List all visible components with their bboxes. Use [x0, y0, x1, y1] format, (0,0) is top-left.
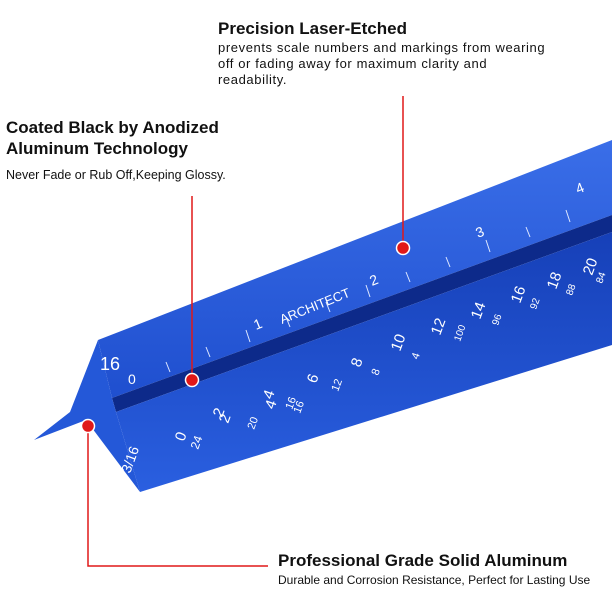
- ruler-bottom-small-20: 20: [246, 415, 261, 431]
- material-callout-dot: [80, 418, 96, 434]
- ruler-bottom-24: 24: [188, 433, 206, 451]
- ruler-top-end-label: 16: [100, 354, 120, 374]
- laser-etched-description: prevents scale numbers and markings from…: [218, 40, 546, 87]
- ruler-middle-scale-12: 12: [428, 316, 450, 337]
- ruler-middle-small-88: 88: [564, 282, 578, 297]
- coating-callout-dot: [184, 372, 200, 388]
- ruler-top-face: [98, 140, 612, 398]
- ruler-middle-scale-20: 20: [580, 256, 602, 277]
- laser-etched-title: Precision Laser-Etched: [218, 19, 407, 38]
- ruler-bottom-face: [116, 232, 612, 492]
- ruler-middle-small-16: 16: [284, 395, 299, 411]
- ruler-middle-small-92: 92: [528, 296, 542, 311]
- ruler-top-zero: 0: [128, 371, 136, 387]
- ruler-middle-small-96: 96: [490, 312, 504, 327]
- callout-markers: [80, 96, 411, 567]
- ruler-middle-small-4: 4: [410, 351, 423, 361]
- ruler-middle-scale-18: 18: [544, 270, 566, 291]
- laser-callout-dot: [395, 240, 411, 256]
- material-description: Durable and Corrosion Resistance, Perfec…: [278, 573, 591, 587]
- triangular-ruler: [34, 140, 612, 492]
- coating-title: Coated Black by Anodized Aluminum Techno…: [6, 118, 219, 158]
- ruler-end-cap: [34, 340, 140, 492]
- ruler-middle-small-84: 84: [594, 270, 608, 285]
- coating-description: Never Fade or Rub Off,Keeping Glossy.: [6, 168, 226, 182]
- ruler-middle-scale-10: 10: [388, 332, 410, 353]
- ruler-middle-scale-16: 16: [508, 284, 530, 305]
- ruler-middle-small-8: 8: [370, 367, 383, 377]
- ruler-groove: [112, 215, 612, 412]
- ruler-bottom-small-16: 16: [292, 399, 307, 415]
- material-title: Professional Grade Solid Aluminum: [278, 551, 568, 570]
- ruler-middle-scale-14: 14: [468, 300, 490, 321]
- top-ticks: [165, 209, 571, 373]
- material-callout-line: [87, 426, 268, 567]
- ruler-middle-small-12: 12: [330, 377, 345, 393]
